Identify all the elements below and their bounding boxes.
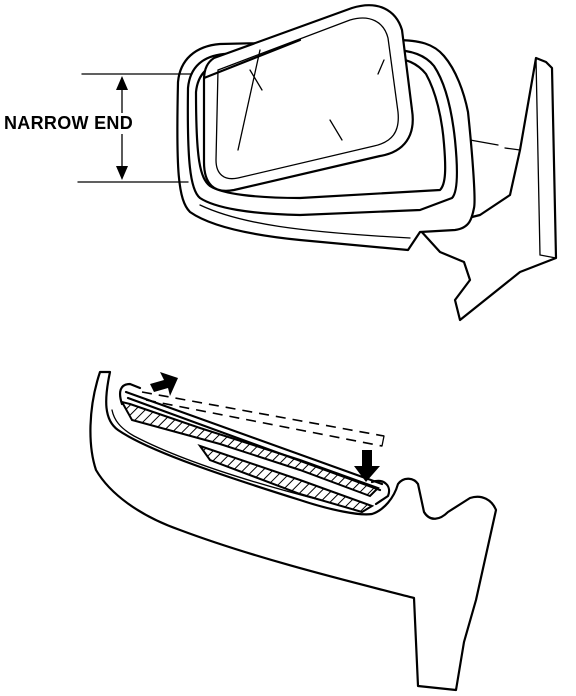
- narrow-end-label: NARROW END: [2, 113, 135, 134]
- section-housing: [89, 370, 498, 692]
- arrow-up-icon: [116, 76, 128, 90]
- glass-removed-position: [141, 391, 385, 447]
- mirror-glass: [202, 4, 414, 192]
- section-backing-plate: [120, 400, 380, 498]
- mirror-glass-inner: [215, 17, 399, 180]
- glass-edge: [202, 38, 302, 80]
- section-lower-plate: [197, 444, 375, 514]
- mount-edge-line: [469, 139, 521, 151]
- housing-lower-line: [199, 204, 411, 239]
- section-glass: [124, 390, 384, 492]
- mirror-assembly: [176, 4, 558, 322]
- mount-face-line: [535, 57, 557, 259]
- arrow-down-press-icon: [354, 450, 380, 482]
- section-clip-left: [119, 382, 142, 406]
- glass-removed-end: [381, 435, 385, 447]
- arrow-left-icon: [150, 372, 178, 396]
- mirror-cross-section: [89, 370, 498, 692]
- section-clip-right: [370, 479, 391, 506]
- section-housing-inner: [111, 409, 321, 501]
- glass-reflection: [237, 49, 385, 151]
- arrow-down-icon: [116, 166, 128, 180]
